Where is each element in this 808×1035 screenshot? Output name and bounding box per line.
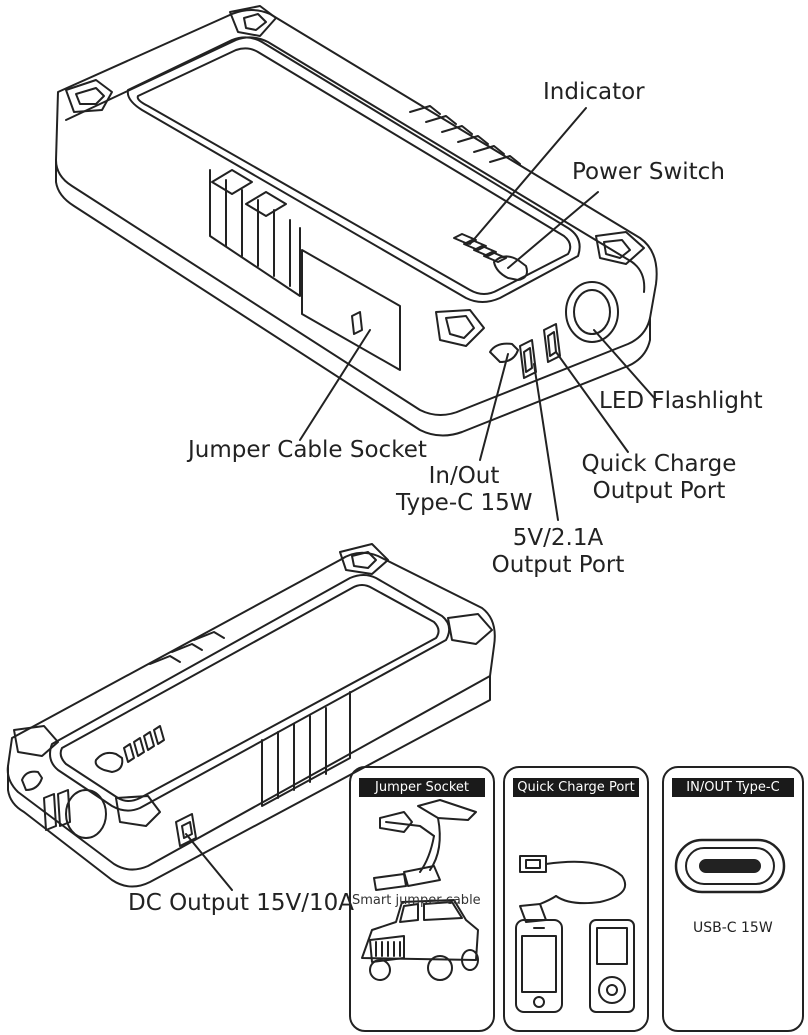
type-c-label-line2: Type-C 15W xyxy=(396,490,533,516)
type-c-panel: IN/OUT Type-C xyxy=(662,766,804,1032)
usb-c-port-illustration xyxy=(674,838,786,894)
jumper-cable-socket-label: Jumper Cable Socket xyxy=(188,437,427,463)
music-player-illustration xyxy=(589,919,635,1013)
quick-charge-panel: Quick Charge Port xyxy=(503,766,649,1032)
quick-charge-label-line2: Output Port xyxy=(592,478,726,504)
power-switch-label: Power Switch xyxy=(572,159,725,185)
five-volt-label-line2: Output Port xyxy=(491,552,625,578)
type-c-label: In/Out Type-C 15W xyxy=(396,463,533,517)
led-flashlight-label: LED Flashlight xyxy=(599,388,763,414)
jumper-cable-illustration xyxy=(373,799,477,891)
quick-charge-panel-title: Quick Charge Port xyxy=(513,778,639,797)
jumper-socket-panel-title: Jumper Socket xyxy=(359,778,485,797)
indicator-label: Indicator xyxy=(543,79,645,105)
phone-illustration xyxy=(515,919,563,1013)
five-volt-label-line1: 5V/2.1A xyxy=(512,525,604,551)
device-top-view xyxy=(55,5,658,521)
type-c-panel-title: IN/OUT Type-C xyxy=(672,778,794,797)
device-bottom-view xyxy=(6,543,496,891)
five-volt-port-label: 5V/2.1A Output Port xyxy=(486,525,630,579)
car-illustration xyxy=(361,899,479,981)
quick-charge-label: Quick Charge Output Port xyxy=(580,451,738,505)
type-c-label-line1: In/Out xyxy=(428,463,500,489)
smart-jumper-cable-caption: Smart jumper cable xyxy=(352,893,481,908)
usb-c-caption: USB-C 15W xyxy=(693,920,773,936)
jumper-socket-panel-frame: Jumper Socket xyxy=(349,766,495,1032)
quick-charge-label-line1: Quick Charge xyxy=(581,451,737,477)
dc-output-label: DC Output 15V/10A xyxy=(128,890,355,916)
